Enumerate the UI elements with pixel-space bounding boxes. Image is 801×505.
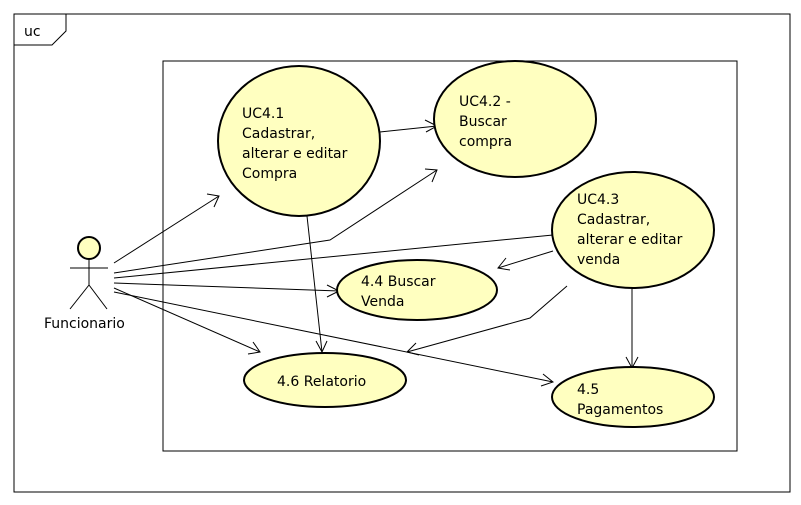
actor-right-leg <box>88 284 108 310</box>
use-case-label-line: Venda <box>361 294 404 310</box>
use-case-label-line: UC4.1 <box>242 106 284 122</box>
arrowhead <box>406 342 420 356</box>
use-case-uc43[interactable]: UC4.3 Cadastrar, alterar e editar venda <box>551 171 715 289</box>
arrowhead <box>540 373 555 387</box>
actor-name: Funcionario <box>44 316 125 332</box>
use-case-label-line: UC4.2 - <box>459 94 511 110</box>
use-case-uc45[interactable]: 4.5 Pagamentos <box>551 366 715 428</box>
use-case-label-line: 4.5 <box>577 382 599 398</box>
arrowhead <box>497 257 511 271</box>
frame-label: uc <box>24 24 41 40</box>
actor-funcionario[interactable]: Funcionario <box>44 236 125 332</box>
assoc-uc43-uc46 <box>406 285 568 353</box>
use-case-ellipse <box>217 65 381 217</box>
associations <box>113 119 639 387</box>
assoc-uc41-uc46 <box>306 215 323 353</box>
diagram-frame <box>13 13 791 493</box>
assoc-actor-uc44 <box>113 282 340 292</box>
assoc-uc43-uc44 <box>497 250 554 269</box>
use-case-ellipse <box>433 60 597 178</box>
frame-tab <box>14 14 67 46</box>
assoc-actor-uc45 <box>113 291 554 383</box>
use-case-uc41[interactable]: UC4.1 Cadastrar, alterar e editar Compra <box>217 65 381 217</box>
use-case-uc44[interactable]: 4.4 Buscar Venda <box>336 259 498 321</box>
use-case-ellipse <box>551 171 715 289</box>
use-case-label-line: alterar e editar <box>577 232 683 248</box>
use-case-ellipse <box>336 259 498 321</box>
use-case-label-line: Pagamentos <box>577 402 663 418</box>
actor-left-leg <box>69 284 90 310</box>
arrowhead <box>424 168 438 183</box>
arrowhead <box>247 341 261 355</box>
use-case-uc46[interactable]: 4.6 Relatorio <box>243 352 407 408</box>
arrowhead <box>315 340 328 354</box>
use-case-label-line: Cadastrar, <box>577 212 650 228</box>
use-case-label-line: compra <box>459 134 512 150</box>
assoc-actor-uc46 <box>113 287 261 353</box>
use-case-label-line: 4.6 Relatorio <box>277 374 366 390</box>
use-case-label-line: UC4.3 <box>577 192 619 208</box>
use-case-label-line: alterar e editar <box>242 146 348 162</box>
actor-head <box>77 236 101 260</box>
use-case-label-line: Cadastrar, <box>242 126 315 142</box>
use-case-label-line: 4.4 Buscar <box>361 274 436 290</box>
assoc-actor-uc43 <box>113 234 554 279</box>
arrowhead <box>206 193 220 208</box>
use-case-label-line: venda <box>577 252 620 268</box>
use-case-ellipse <box>551 366 715 428</box>
use-case-uc42[interactable]: UC4.2 - Buscar compra <box>433 60 597 178</box>
use-case-label-line: Buscar <box>459 114 507 130</box>
use-case-ellipse <box>243 352 407 408</box>
assoc-actor-uc42 <box>113 169 438 274</box>
assoc-actor-uc41 <box>113 195 220 264</box>
use-case-label-line: Compra <box>242 166 297 182</box>
system-boundary <box>162 60 738 452</box>
assoc-uc41-uc42 <box>379 125 438 133</box>
